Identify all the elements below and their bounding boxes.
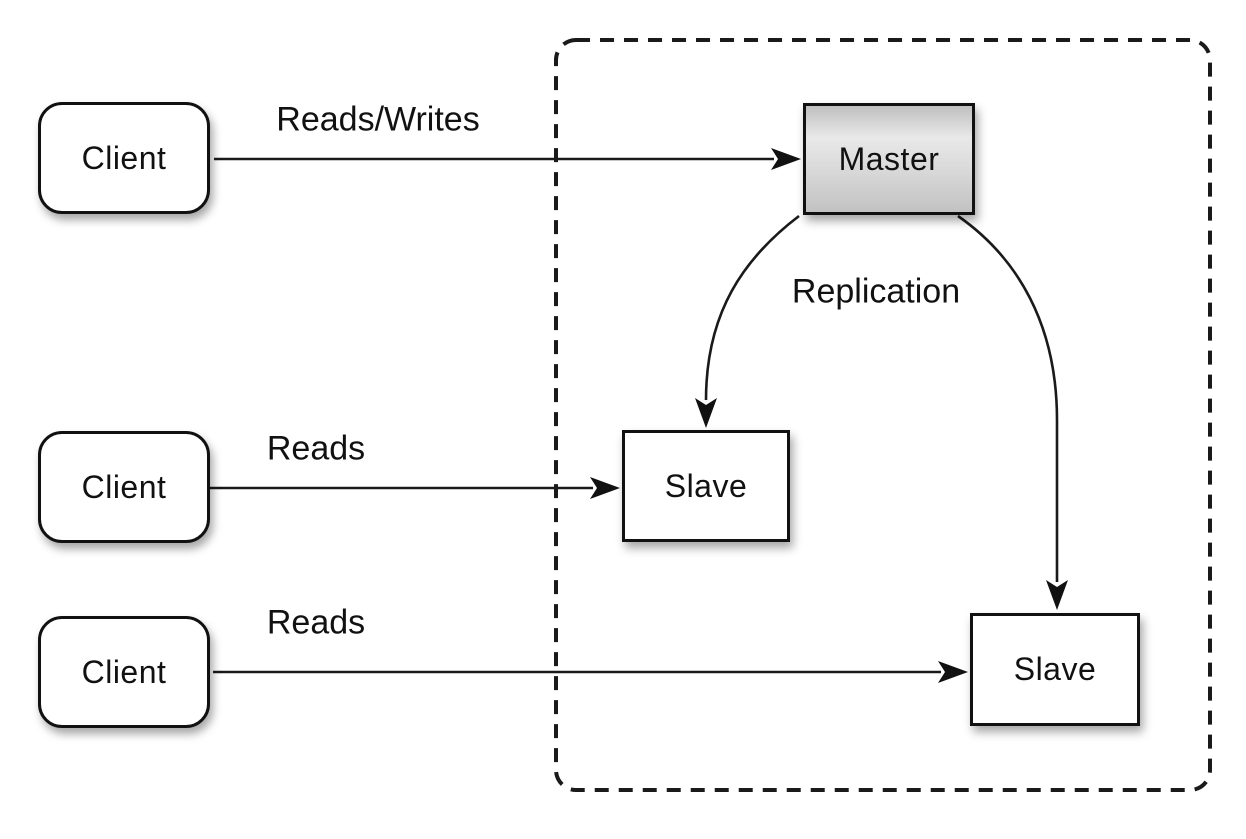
client-node-2-label: Client: [81, 468, 167, 505]
edge-label-replication: Replication: [791, 272, 961, 311]
slave-node-1-label: Slave: [664, 467, 748, 504]
edge-label-reads-writes: Reads/Writes: [276, 100, 480, 139]
slave-node-2-label: Slave: [1013, 651, 1097, 687]
master-node: Master: [803, 103, 975, 215]
reads-arrowhead-middle-icon: [590, 477, 620, 499]
edge-label-reads-middle: Reads: [266, 429, 366, 468]
replication-boundary-box: [554, 38, 1212, 792]
client-node-1: Client: [38, 102, 210, 214]
reads-writes-arrowhead-icon: [771, 148, 801, 170]
replication-arrowhead-right-icon: [1046, 580, 1068, 610]
reads-arrowhead-bottom-icon: [938, 661, 968, 683]
client-node-1-label: Client: [81, 139, 167, 176]
slave-node-1: Slave: [622, 430, 790, 542]
edge-label-reads-bottom: Reads: [266, 603, 366, 642]
client-node-3: Client: [38, 616, 210, 728]
replication-curve-left: [704, 214, 800, 401]
replication-curve-right: [957, 214, 1059, 582]
slave-node-2: Slave: [970, 613, 1140, 726]
client-node-3-label: Client: [81, 653, 167, 690]
client-node-2: Client: [38, 431, 210, 543]
master-node-label: Master: [838, 140, 940, 177]
replication-arrowhead-left-icon: [695, 398, 717, 428]
